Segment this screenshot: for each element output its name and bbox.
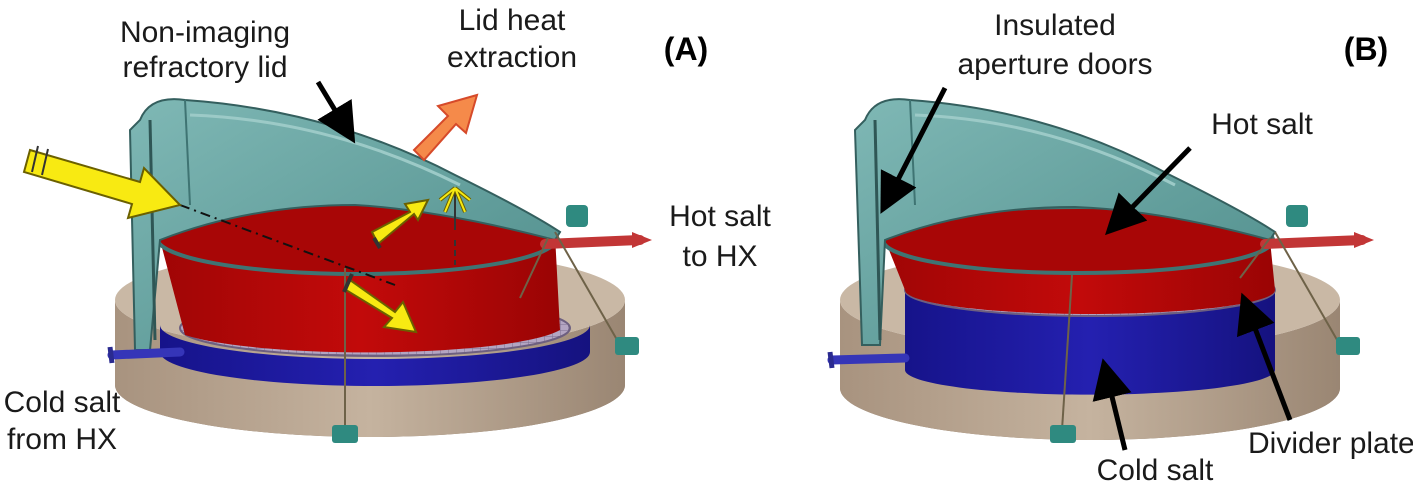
tank-b: Insulated aperture doors Hot salt Divide…: [830, 9, 1413, 483]
heat-label-line2: extraction: [447, 41, 577, 74]
panel-letter-b: (B): [1344, 31, 1388, 67]
winch-icon: [332, 425, 358, 443]
heat-label-line1: Lid heat: [459, 4, 566, 37]
cold-salt-label: Cold salt: [1097, 454, 1214, 483]
divider-label: Divider plate: [1248, 427, 1413, 460]
cold-pipe-a: [112, 352, 180, 355]
doors-label-line2: aperture doors: [957, 48, 1152, 81]
winch-icon: [566, 205, 588, 227]
panel-letter-a: (A): [664, 31, 708, 67]
hot-salt-label: Hot salt: [1211, 108, 1313, 141]
lid-label-line2: refractory lid: [122, 51, 287, 84]
winch-icon: [1050, 425, 1076, 443]
cold-pipe-b: [832, 358, 905, 360]
heat-extraction-arrow: [414, 95, 477, 160]
doors-label-line1: Insulated: [994, 9, 1116, 42]
winch-icon: [615, 337, 639, 355]
lid-label-line1: Non-imaging: [120, 16, 290, 49]
hot-label-line2: to HX: [682, 240, 757, 273]
winch-icon: [1336, 337, 1360, 355]
hot-label-line1: Hot salt: [669, 200, 771, 233]
winch-icon: [1286, 205, 1308, 227]
tank-a: Non-imaging refractory lid Lid heat extr…: [4, 4, 772, 456]
cold-label-line1: Cold salt: [4, 386, 121, 419]
cold-label-line2: from HX: [7, 423, 117, 456]
